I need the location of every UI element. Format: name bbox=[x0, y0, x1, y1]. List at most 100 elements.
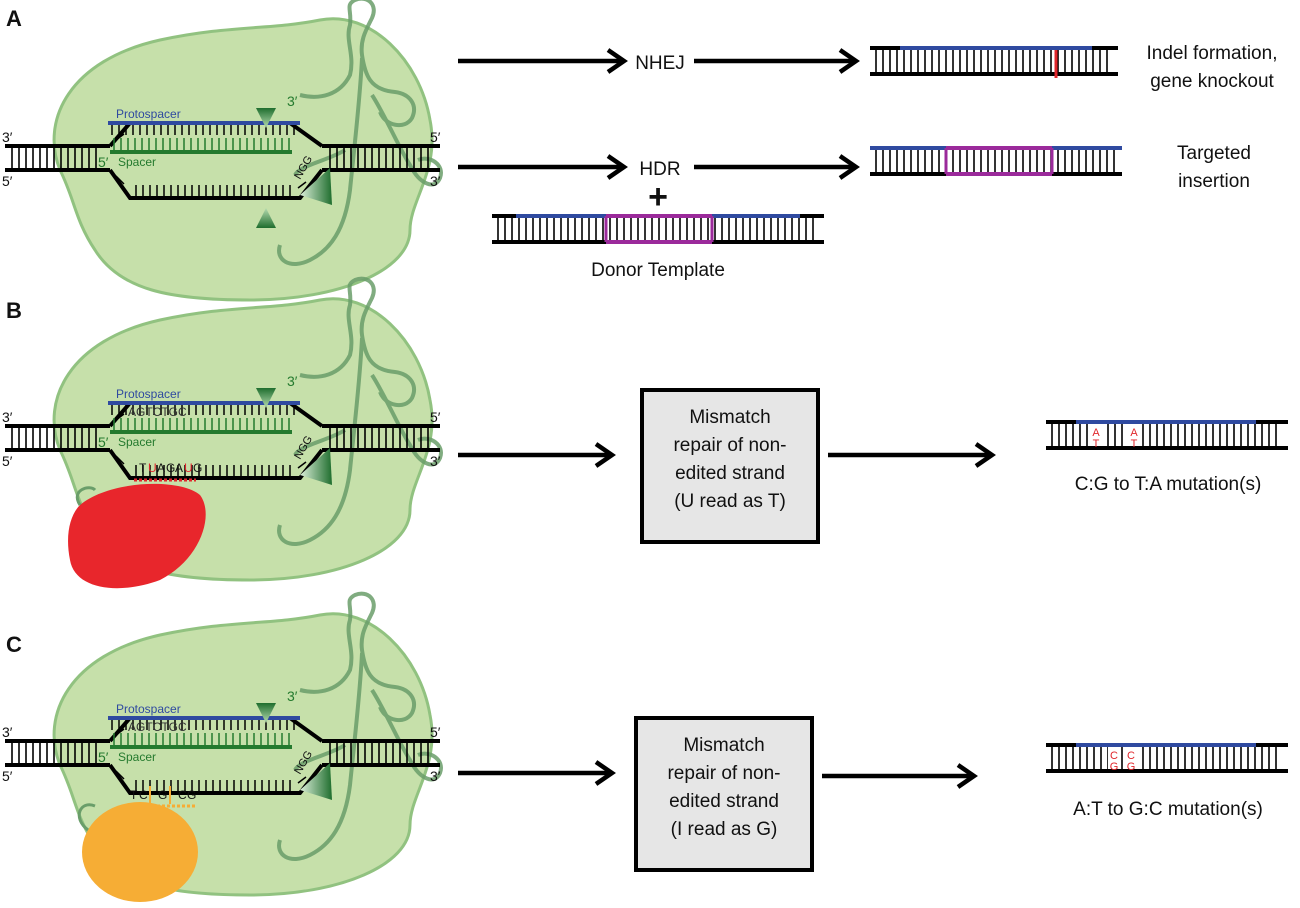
nhej-outcome-line2: gene knockout bbox=[1150, 71, 1274, 92]
panel-label-a: A bbox=[6, 6, 22, 31]
edited-base-0: T bbox=[139, 461, 147, 475]
label-3prime-rna: 3′ bbox=[287, 93, 298, 109]
pam-wedge-icon bbox=[300, 168, 332, 205]
edited-base-6: G bbox=[193, 461, 202, 475]
hdr-outcome-line2: insertion bbox=[1178, 171, 1250, 192]
repair-box-c-line-0: Mismatch bbox=[683, 735, 764, 756]
label-5prime-left: 5′ bbox=[2, 453, 13, 469]
arrow-repair-result-c bbox=[822, 763, 978, 789]
mutation-pair-b-bot-0: T bbox=[1093, 438, 1100, 450]
label-5prime-spacer: 5′ bbox=[98, 154, 109, 170]
hnh-nick-icon bbox=[256, 703, 276, 723]
label-3prime-rna: 3′ bbox=[287, 688, 298, 704]
repair-box-b-line-2: edited strand bbox=[675, 463, 785, 484]
repair-box-c-line-1: repair of non- bbox=[667, 763, 780, 784]
nhej-label: NHEJ bbox=[635, 53, 685, 74]
edited-base-c-0: T bbox=[130, 788, 138, 802]
panel-label-b: B bbox=[6, 298, 22, 323]
donor-template-dna bbox=[492, 214, 824, 244]
mutation-pair-c-bot-1: G bbox=[1127, 761, 1136, 773]
label-3prime-left: 3′ bbox=[2, 409, 13, 425]
result-dna-b bbox=[1046, 420, 1288, 450]
donor-template-label: Donor Template bbox=[591, 260, 725, 281]
pam-wedge-icon bbox=[300, 763, 332, 800]
protospacer-label: Protospacer bbox=[116, 702, 181, 716]
nhej-result-dna bbox=[870, 46, 1118, 76]
protospacer-sequence: AGTCTGC bbox=[128, 720, 187, 734]
label-5prime-spacer: 5′ bbox=[98, 749, 109, 765]
label-3prime-left: 3′ bbox=[2, 129, 13, 145]
label-3prime-left: 3′ bbox=[2, 724, 13, 740]
edited-base-c-4: G bbox=[187, 788, 196, 802]
mutation-pair-c-top-1: C bbox=[1127, 750, 1135, 762]
repair-box-b-line-0: Mismatch bbox=[689, 407, 770, 428]
protospacer-label: Protospacer bbox=[116, 107, 181, 121]
hnh-nick-icon bbox=[256, 108, 276, 128]
hdr-outcome-line1: Targeted bbox=[1177, 143, 1251, 164]
edited-base-4: A bbox=[175, 461, 183, 475]
mutation-pair-b-top-1: A bbox=[1130, 427, 1138, 439]
result-dna-c bbox=[1046, 743, 1288, 773]
repair-box-c-line-3: (I read as G) bbox=[671, 819, 778, 840]
label-5prime-right: 5′ bbox=[430, 409, 441, 425]
panel-label-c: C bbox=[6, 632, 22, 657]
protospacer-label: Protospacer bbox=[116, 387, 181, 401]
label-5prime-right: 5′ bbox=[430, 129, 441, 145]
edited-base-2: A bbox=[157, 461, 165, 475]
repair-box-b-line-1: repair of non- bbox=[673, 435, 786, 456]
hdr-result-dna bbox=[870, 146, 1122, 176]
mutation-pair-b-top-0: A bbox=[1092, 427, 1100, 439]
repair-box-c-line-2: edited strand bbox=[669, 791, 779, 812]
repair-box-c bbox=[634, 716, 814, 872]
ruvc-nick-icon bbox=[256, 208, 276, 228]
arrow-hdr-result bbox=[694, 154, 860, 180]
arrow-to-repair-c bbox=[458, 760, 616, 786]
edited-base-c-2: G bbox=[158, 788, 167, 802]
arrow-repair-result-b bbox=[828, 442, 996, 468]
spacer-label: Spacer bbox=[118, 435, 156, 449]
mutation-pair-c-top-0: C bbox=[1110, 750, 1118, 762]
result-label-b: C:G to T:A mutation(s) bbox=[1075, 474, 1262, 495]
mutation-pair-b-bot-1: T bbox=[1131, 438, 1138, 450]
label-3prime-right: 3′ bbox=[430, 173, 441, 189]
result-label-c: A:T to G:C mutation(s) bbox=[1073, 799, 1263, 820]
label-5prime-left: 5′ bbox=[2, 173, 13, 189]
adenosine-deaminase-icon bbox=[82, 802, 198, 902]
mutation-pair-c-bot-0: G bbox=[1110, 761, 1119, 773]
hnh-nick-icon bbox=[256, 388, 276, 408]
label-5prime-left: 5′ bbox=[2, 768, 13, 784]
label-3prime-right: 3′ bbox=[430, 768, 441, 784]
plus-sign: + bbox=[648, 178, 668, 216]
edited-base-3: G bbox=[166, 461, 175, 475]
edited-base-c-1: C bbox=[139, 788, 148, 802]
repair-box-b-line-3: (U read as T) bbox=[674, 491, 786, 512]
edited-base-5: U bbox=[184, 461, 193, 475]
hdr-label: HDR bbox=[639, 159, 680, 180]
label-3prime-rna: 3′ bbox=[287, 373, 298, 389]
arrow-to-repair-b bbox=[458, 442, 616, 468]
arrow-nhej-result bbox=[694, 48, 860, 74]
spacer-label: Spacer bbox=[118, 750, 156, 764]
spacer-label: Spacer bbox=[118, 155, 156, 169]
sgrna-scaffold bbox=[277, 0, 443, 266]
label-5prime-right: 5′ bbox=[430, 724, 441, 740]
pam-wedge-icon bbox=[300, 448, 332, 485]
repair-box-b bbox=[640, 388, 820, 544]
sgrna-scaffold bbox=[277, 276, 443, 546]
cytidine-deaminase-icon bbox=[68, 483, 206, 589]
cas9-body bbox=[52, 17, 434, 302]
arrow-to-hdr bbox=[458, 154, 628, 180]
edited-base-c-3: C bbox=[178, 788, 187, 802]
nhej-outcome-line1: Indel formation, bbox=[1147, 43, 1278, 64]
label-3prime-right: 3′ bbox=[430, 453, 441, 469]
sgrna-scaffold bbox=[277, 591, 443, 861]
label-5prime-spacer: 5′ bbox=[98, 434, 109, 450]
arrow-to-nhej bbox=[458, 48, 628, 74]
